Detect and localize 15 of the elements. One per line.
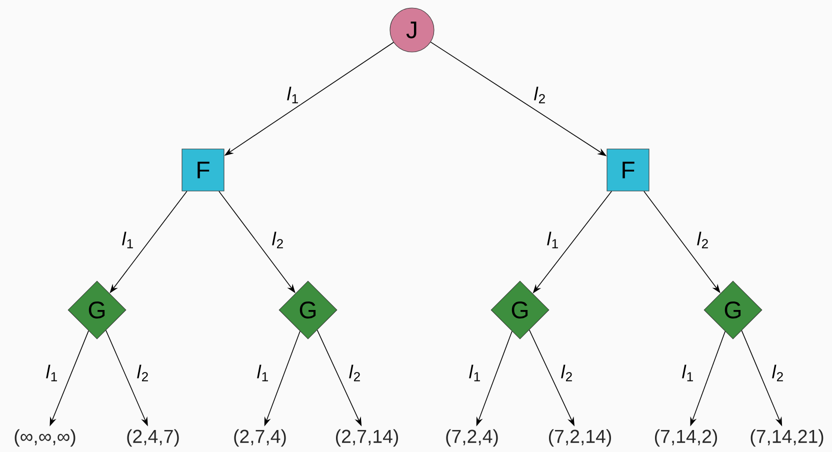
ellipse-node: J xyxy=(390,8,434,52)
outcome-label: (7,2,14) xyxy=(548,429,611,447)
outcome-label: (2,4,7) xyxy=(127,429,179,447)
diamond-node: G xyxy=(68,280,126,340)
outcome-label: (7,2,4) xyxy=(446,429,498,447)
outcome-label: (7,14,2) xyxy=(654,429,717,447)
square-node: F xyxy=(182,148,224,192)
outcome-label: (2,7,4) xyxy=(234,429,286,447)
diamond-node: G xyxy=(490,280,550,340)
outcome-label: (2,7,14) xyxy=(336,429,398,447)
diamond-node: G xyxy=(278,280,338,340)
square-node: F xyxy=(606,148,650,192)
outcome-label: (∞,∞,∞) xyxy=(14,429,76,447)
outcome-label: (7,14,21) xyxy=(750,429,824,447)
diamond-node: G xyxy=(704,280,762,340)
